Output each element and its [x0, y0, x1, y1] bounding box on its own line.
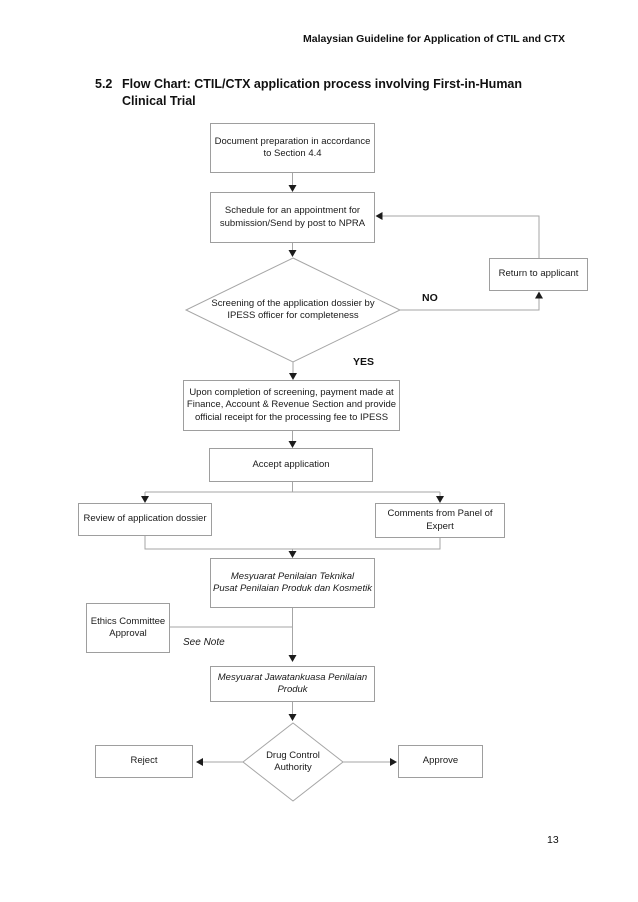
- node-return-to-applicant: Return to applicant: [489, 258, 588, 291]
- label-no: NO: [422, 292, 438, 304]
- dca-diamond-shape: [242, 722, 344, 802]
- node-reject: Reject: [95, 745, 193, 778]
- section-title-text: Flow Chart: CTIL/CTX application process…: [122, 76, 522, 110]
- node-accept-application: Accept application: [209, 448, 373, 482]
- section-title-line-1: Flow Chart: CTIL/CTX application process…: [122, 77, 523, 91]
- label-yes: YES: [353, 356, 375, 368]
- section-title-line-2: Clinical Trial: [122, 94, 196, 108]
- page-header: Malaysian Guideline for Application of C…: [303, 33, 565, 45]
- node-approve: Approve: [398, 745, 483, 778]
- section-number: 5.2: [95, 77, 113, 91]
- page-number: 13: [547, 834, 559, 846]
- section-title: 5.2 Flow Chart: CTIL/CTX application pro…: [95, 76, 522, 110]
- arrowheads: [141, 185, 543, 766]
- node-payment: Upon completion of screening, payment ma…: [183, 380, 400, 431]
- label-see-note: See Note: [183, 637, 225, 648]
- node-review-dossier: Review of application dossier: [78, 503, 212, 536]
